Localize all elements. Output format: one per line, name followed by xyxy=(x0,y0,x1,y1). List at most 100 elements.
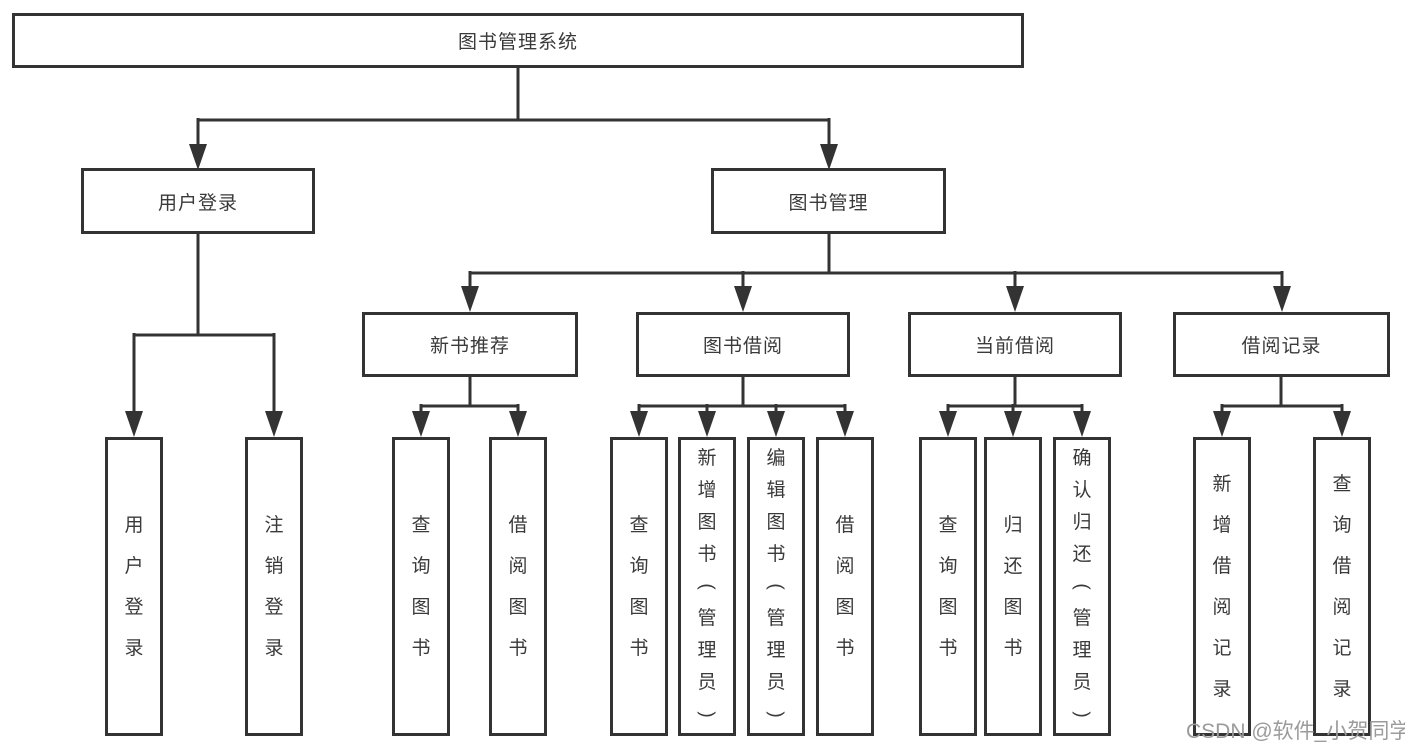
vertical-char: 认 xyxy=(1072,480,1092,501)
leaf-add-borrow-record: 新增借阅记录 xyxy=(1193,437,1251,736)
vertical-char: 查 xyxy=(411,514,431,536)
node-label: 当前借阅 xyxy=(974,336,1055,357)
vertical-char: 阅 xyxy=(1212,596,1232,618)
vertical-char: 借 xyxy=(1212,555,1232,577)
vertical-char: 管 xyxy=(766,608,786,629)
vertical-char: ( xyxy=(765,583,787,590)
arrowhead xyxy=(767,411,785,437)
vertical-char: 销 xyxy=(264,555,284,577)
arrowhead xyxy=(820,144,838,170)
vertical-char: 理 xyxy=(766,640,786,661)
vertical-char: 还 xyxy=(1072,544,1092,565)
arrowhead xyxy=(412,411,430,437)
node-new-book-recommend: 新书推荐 xyxy=(362,312,578,377)
arrowhead xyxy=(461,286,479,312)
vertical-char: 新 xyxy=(1212,473,1232,495)
vertical-char: 员 xyxy=(766,672,786,693)
vertical-char: 借 xyxy=(835,514,855,536)
vertical-char: 登 xyxy=(124,596,144,618)
vertical-char: 理 xyxy=(1072,640,1092,661)
vertical-char: ) xyxy=(1071,711,1093,718)
vertical-char: ( xyxy=(696,583,718,590)
vertical-char: 新 xyxy=(697,448,717,469)
arrowhead xyxy=(1004,411,1022,437)
vertical-char: 阅 xyxy=(1332,596,1352,618)
arrowhead xyxy=(836,411,854,437)
leaf-query-books-current: 查询图书 xyxy=(919,437,977,736)
leaf-add-books-admin: 新增图书(管理员) xyxy=(678,437,736,736)
vertical-char: 询 xyxy=(1332,514,1352,536)
vertical-char: 录 xyxy=(1332,678,1352,700)
vertical-char: 查 xyxy=(629,514,649,536)
node-label: 图书管理 xyxy=(788,192,869,214)
leaf-return-books: 归还图书 xyxy=(984,437,1042,736)
vertical-char: 辑 xyxy=(766,480,786,501)
vertical-char: 管 xyxy=(697,608,717,629)
vertical-char: 书 xyxy=(697,544,717,565)
arrowhead xyxy=(1213,411,1231,437)
vertical-char: 编 xyxy=(766,448,786,469)
vertical-char: 查 xyxy=(1332,473,1352,495)
vertical-char: 录 xyxy=(1212,678,1232,700)
vertical-char: 图 xyxy=(411,596,431,618)
arrowhead xyxy=(189,144,207,170)
vertical-char: 归 xyxy=(1003,514,1023,536)
node-library-system: 图书管理系统 xyxy=(12,13,1024,68)
node-label: 借阅记录 xyxy=(1241,336,1322,357)
leaf-query-borrow-record: 查询借阅记录 xyxy=(1313,437,1371,736)
leaf-query-books-borrow: 查询图书 xyxy=(610,437,668,736)
vertical-char: 增 xyxy=(697,480,717,501)
vertical-char: 管 xyxy=(1072,608,1092,629)
vertical-char: 登 xyxy=(264,596,284,618)
vertical-char: 理 xyxy=(697,640,717,661)
vertical-char: 阅 xyxy=(508,555,528,577)
vertical-char: 书 xyxy=(835,637,855,659)
node-borrow-records: 借阅记录 xyxy=(1173,312,1390,377)
vertical-char: 书 xyxy=(411,637,431,659)
arrowhead xyxy=(509,411,527,437)
vertical-char: 录 xyxy=(264,637,284,659)
vertical-char: 图 xyxy=(508,596,528,618)
node-user-login: 用户登录 xyxy=(81,168,315,234)
vertical-char: 记 xyxy=(1212,637,1232,659)
vertical-char: 询 xyxy=(411,555,431,577)
vertical-char: 借 xyxy=(1332,555,1352,577)
vertical-char: 确 xyxy=(1072,448,1092,469)
vertical-char: 注 xyxy=(264,514,284,536)
node-book-borrow: 图书借阅 xyxy=(636,312,850,377)
csdn-watermark: CSDN @软件_小贺同学 xyxy=(1186,720,1405,743)
leaf-user-login: 用户登录 xyxy=(105,437,163,736)
vertical-char: 还 xyxy=(1003,555,1023,577)
vertical-char: 书 xyxy=(508,637,528,659)
vertical-char: 用 xyxy=(124,514,144,536)
vertical-char: 图 xyxy=(629,596,649,618)
node-label: 图书借阅 xyxy=(702,336,783,357)
leaf-borrow-books-recommend: 借阅图书 xyxy=(489,437,547,736)
vertical-char: 户 xyxy=(124,555,144,577)
arrowhead xyxy=(1273,286,1291,312)
leaf-edit-books-admin: 编辑图书(管理员) xyxy=(747,437,805,736)
leaf-borrow-books: 借阅图书 xyxy=(816,437,874,736)
vertical-char: ) xyxy=(765,711,787,718)
vertical-char: 图 xyxy=(697,512,717,533)
arrowhead xyxy=(630,411,648,437)
arrowhead xyxy=(265,411,283,437)
vertical-char: 归 xyxy=(1072,512,1092,533)
vertical-char: 书 xyxy=(629,637,649,659)
node-current-borrow: 当前借阅 xyxy=(908,312,1122,377)
vertical-char: 员 xyxy=(1072,672,1092,693)
vertical-char: 图 xyxy=(938,596,958,618)
leaf-confirm-return-admin: 确认归还(管理员) xyxy=(1053,437,1111,736)
vertical-char: 查 xyxy=(938,514,958,536)
node-book-management: 图书管理 xyxy=(711,168,946,234)
leaf-logout-login: 注销登录 xyxy=(245,437,303,736)
vertical-char: 阅 xyxy=(835,555,855,577)
node-label: 新书推荐 xyxy=(429,336,510,357)
vertical-char: 图 xyxy=(766,512,786,533)
connector-wire-paths xyxy=(132,68,1344,413)
arrowhead xyxy=(1333,411,1351,437)
arrowhead xyxy=(125,411,143,437)
vertical-char: 记 xyxy=(1332,637,1352,659)
arrowhead xyxy=(939,411,957,437)
